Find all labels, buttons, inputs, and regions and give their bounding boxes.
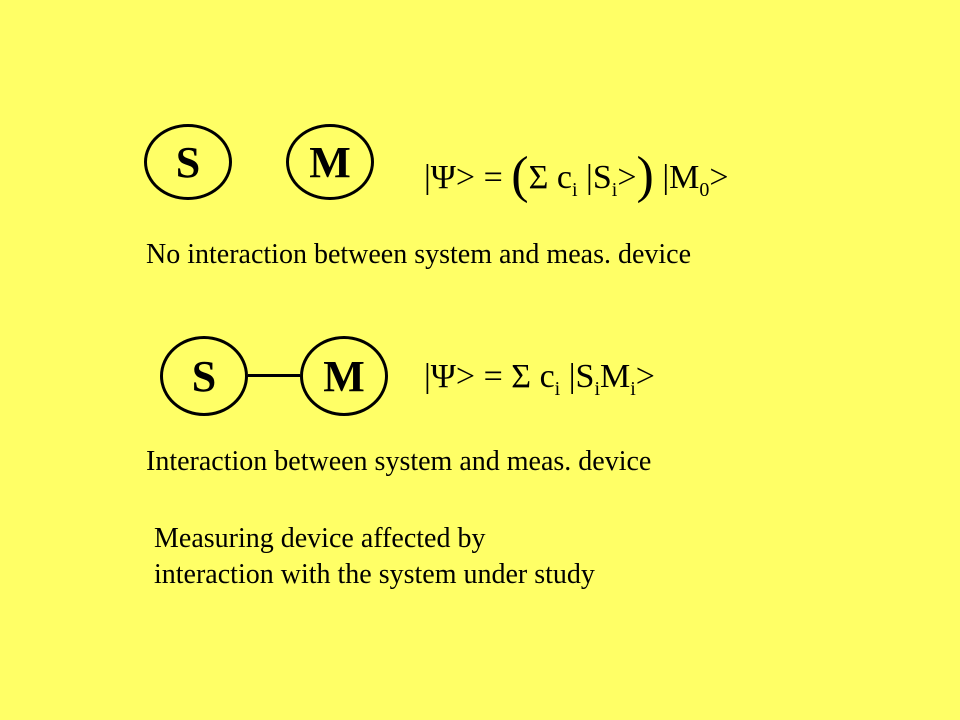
system-node-2-label: S <box>191 351 217 401</box>
system-ket-close: > <box>617 159 637 196</box>
system-node-1: S <box>144 124 232 200</box>
caption-no-interaction: No interaction between system and meas. … <box>146 239 692 270</box>
psi-ket: |Ψ> <box>424 358 476 395</box>
formula-interaction: |Ψ> = Σ ci |SiMi> <box>424 358 655 400</box>
close-paren: ) <box>636 147 654 204</box>
interaction-link <box>248 374 300 377</box>
coefficient: c <box>556 159 572 196</box>
device-node-1-label: M <box>309 137 351 187</box>
system-ket-index: i <box>611 179 618 201</box>
equals-sign: = <box>483 358 503 395</box>
sigma-symbol: Σ <box>528 159 549 196</box>
ket-close: > <box>635 358 655 395</box>
note-line-1: Measuring device affected by <box>154 523 486 554</box>
device-node-2-label: M <box>323 351 365 401</box>
device-ket-close: > <box>709 159 729 196</box>
coefficient: c <box>539 358 555 395</box>
device-state: M <box>600 358 631 395</box>
device-node-1: M <box>286 124 374 200</box>
sigma-symbol: Σ <box>511 358 532 395</box>
system-node-2: S <box>160 336 248 416</box>
device-ket-index: 0 <box>699 179 710 201</box>
psi-ket: |Ψ> <box>424 159 476 196</box>
system-ket: |S <box>586 159 612 196</box>
system-ket-index: i <box>594 378 600 400</box>
device-node-2: M <box>300 336 388 416</box>
formula-no-interaction: |Ψ> = (Σ ci |Si>) |M0> <box>424 150 729 202</box>
device-state-index: i <box>630 378 636 400</box>
note-line-2: interaction with the system under study <box>154 559 595 590</box>
equals-sign: = <box>483 159 503 196</box>
coefficient-index: i <box>571 179 578 201</box>
system-node-1-label: S <box>175 137 201 187</box>
device-ket: |M <box>662 159 700 196</box>
open-paren: ( <box>511 147 529 204</box>
system-ket: |S <box>568 358 595 395</box>
coefficient-index: i <box>554 378 561 400</box>
caption-interaction: Interaction between system and meas. dev… <box>146 446 652 477</box>
